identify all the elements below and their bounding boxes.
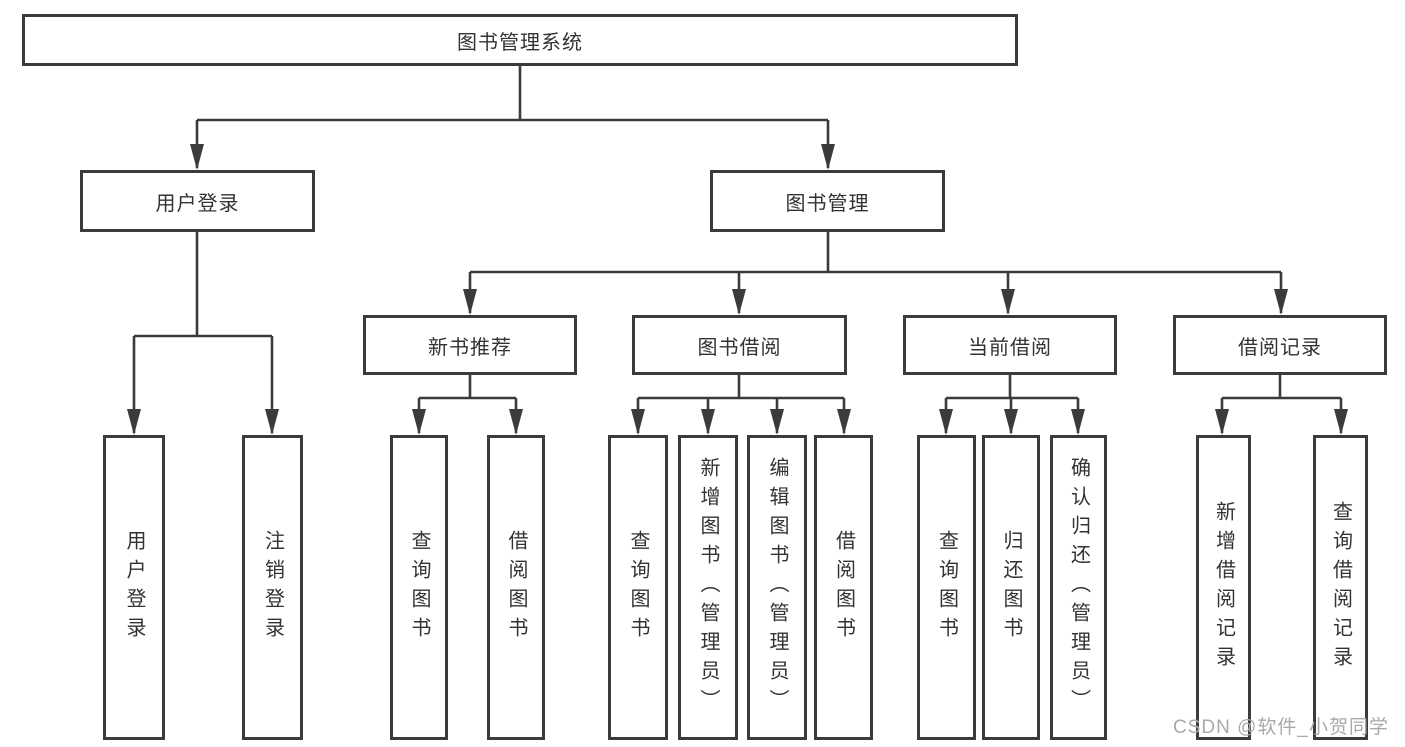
leaf-logout-label: 注销登录 <box>261 529 284 646</box>
leaf-add-borrow-record: 新增借阅记录 <box>1196 435 1251 740</box>
leaf-query-borrow-record-label: 查询借阅记录 <box>1329 500 1352 675</box>
leaf-borrow-query-books-label: 查询图书 <box>627 529 649 646</box>
leaf-logout: 注销登录 <box>242 435 303 740</box>
node-book-borrow: 图书借阅 <box>632 315 847 375</box>
leaf-user-login: 用户登录 <box>103 435 165 740</box>
leaf-recommend-borrow-books: 借阅图书 <box>487 435 545 740</box>
leaf-borrow-books-label: 借阅图书 <box>832 529 855 646</box>
leaf-add-books-admin-label: 新增图书（管理员） <box>697 457 719 718</box>
leaf-query-borrow-record: 查询借阅记录 <box>1313 435 1368 740</box>
leaf-borrow-books: 借阅图书 <box>814 435 873 740</box>
leaf-confirm-return-admin-label: 确认归还（管理员） <box>1067 457 1090 718</box>
leaf-add-borrow-record-label: 新增借阅记录 <box>1212 500 1235 675</box>
leaf-return-books-label: 归还图书 <box>1000 529 1022 646</box>
node-book-management-label: 图书管理 <box>785 192 870 215</box>
leaf-add-books-admin: 新增图书（管理员） <box>678 435 738 740</box>
leaf-return-books: 归还图书 <box>982 435 1040 740</box>
leaf-current-query-books: 查询图书 <box>917 435 976 740</box>
node-borrow-record-label: 借阅记录 <box>1238 336 1322 359</box>
node-new-book-recommend: 新书推荐 <box>363 315 577 375</box>
arrowheads <box>127 144 1348 435</box>
node-user-login: 用户登录 <box>80 170 315 232</box>
node-new-book-recommend-label: 新书推荐 <box>428 336 512 359</box>
leaf-recommend-query-books-label: 查询图书 <box>408 529 430 646</box>
node-borrow-record: 借阅记录 <box>1173 315 1387 375</box>
leaf-user-login-label: 用户登录 <box>123 529 145 646</box>
leaf-recommend-borrow-books-label: 借阅图书 <box>505 529 527 646</box>
leaf-confirm-return-admin: 确认归还（管理员） <box>1050 435 1107 740</box>
node-root-label: 图书管理系统 <box>457 31 583 54</box>
node-current-borrow-label: 当前借阅 <box>968 336 1052 359</box>
node-book-borrow-label: 图书借阅 <box>697 336 782 359</box>
leaf-edit-books-admin: 编辑图书（管理员） <box>747 435 807 740</box>
node-current-borrow: 当前借阅 <box>903 315 1117 375</box>
leaf-current-query-books-label: 查询图书 <box>935 529 958 646</box>
leaf-recommend-query-books: 查询图书 <box>390 435 448 740</box>
leaf-borrow-query-books: 查询图书 <box>608 435 668 740</box>
node-root-library-system: 图书管理系统 <box>22 14 1018 66</box>
leaf-edit-books-admin-label: 编辑图书（管理员） <box>766 457 788 718</box>
node-user-login-label: 用户登录 <box>155 192 240 215</box>
node-book-management: 图书管理 <box>710 170 945 232</box>
